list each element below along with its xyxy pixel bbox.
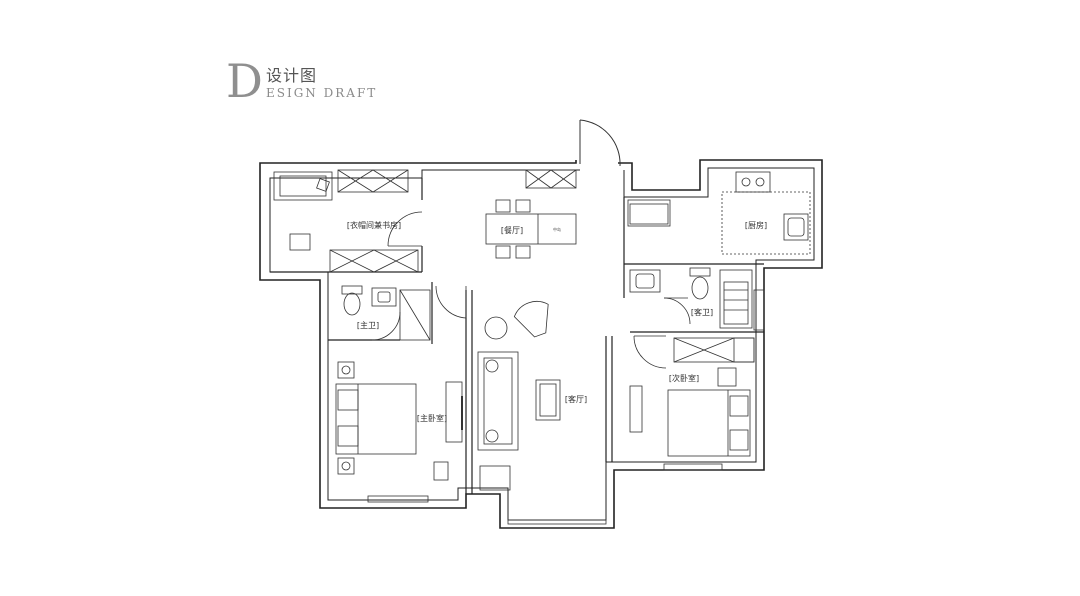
master-bed xyxy=(335,383,417,455)
label-master-bedroom: [主卧室] xyxy=(417,413,447,423)
study-cushion xyxy=(316,178,330,192)
master-bedroom-furniture xyxy=(335,361,449,481)
master-shower xyxy=(399,289,431,341)
entry-door-swing xyxy=(579,119,621,167)
second-pillow xyxy=(729,429,749,451)
master-pillow xyxy=(337,389,359,411)
second-wardrobe xyxy=(673,337,755,363)
living-window xyxy=(507,519,607,525)
label-second-bedroom: [次卧室] xyxy=(669,373,699,383)
dining-chair xyxy=(515,199,531,213)
dining-chair xyxy=(515,245,531,259)
stove xyxy=(735,171,771,193)
entry-door xyxy=(579,119,621,167)
study-sofa-seat xyxy=(279,175,327,197)
master-window xyxy=(367,495,429,503)
label-cloakroom-study: [衣帽间兼书房] xyxy=(347,220,401,230)
dining-chair xyxy=(495,245,511,259)
outer-wall-path xyxy=(259,159,823,529)
guest-bath-fixtures xyxy=(629,267,753,329)
master-sink xyxy=(371,287,397,307)
header-title: 设计图 xyxy=(266,66,318,85)
guest-toilet xyxy=(691,276,709,300)
label-island: 中岛 xyxy=(553,226,561,232)
label-master-bath: [主卫] xyxy=(357,320,379,330)
second-cabinet xyxy=(629,385,643,433)
living-furniture xyxy=(445,301,561,491)
label-dining: [餐厅] xyxy=(501,226,523,235)
guest-sink xyxy=(629,269,661,293)
coffee-table xyxy=(535,379,561,421)
master-nightstand xyxy=(337,361,355,379)
windows xyxy=(367,289,765,525)
guest-shower xyxy=(719,269,753,329)
guest-toilet-tank xyxy=(689,267,711,277)
header-subtitle: ESIGN DRAFT xyxy=(266,86,378,100)
second-desk xyxy=(717,367,737,387)
lounge-chair xyxy=(513,301,549,338)
dining-sideboard xyxy=(525,169,577,189)
kitchen-counter xyxy=(721,191,811,255)
fridge xyxy=(627,199,671,227)
label-living: [客厅] xyxy=(565,394,587,404)
sofa-cushion xyxy=(485,429,499,443)
study-furniture xyxy=(273,169,419,273)
master-nightstand xyxy=(337,457,355,475)
tv-cabinet xyxy=(445,381,463,443)
study-wardrobe-top xyxy=(337,169,409,193)
master-door-swing xyxy=(435,285,467,319)
dining-table-island xyxy=(485,213,577,245)
interior-doors xyxy=(371,211,691,369)
kitchen-fixtures xyxy=(627,171,811,255)
sofa-cushion xyxy=(485,359,499,373)
header-initial: D xyxy=(226,54,263,108)
outer-walls xyxy=(259,159,823,529)
master-chair xyxy=(433,461,449,481)
side-table xyxy=(484,316,508,340)
sofa-seat xyxy=(483,357,513,445)
study-sofa xyxy=(273,171,333,201)
master-toilet xyxy=(343,292,361,316)
dining-chair xyxy=(495,199,511,213)
study-wardrobe-bottom xyxy=(329,249,419,273)
guest-bath-door-swing xyxy=(663,297,691,325)
label-kitchen: [厨房] xyxy=(745,220,767,230)
study-chair xyxy=(289,233,311,251)
dining-furniture xyxy=(485,169,577,259)
label-guest-bath: [客卫] xyxy=(691,307,713,317)
kitchen-sink xyxy=(783,213,809,241)
sofa xyxy=(477,351,519,451)
entry-cabinet xyxy=(479,465,511,491)
second-door-swing xyxy=(633,335,667,369)
master-bath-fixtures xyxy=(341,285,431,341)
second-window xyxy=(663,463,723,471)
study-door-swing xyxy=(387,211,423,247)
second-pillow xyxy=(729,395,749,417)
master-toilet-tank xyxy=(341,285,363,295)
guest-bath-window xyxy=(753,289,765,331)
master-pillow xyxy=(337,425,359,447)
second-bedroom-furniture xyxy=(629,337,755,457)
coffee-table-top xyxy=(539,383,557,417)
second-bed xyxy=(667,389,751,457)
